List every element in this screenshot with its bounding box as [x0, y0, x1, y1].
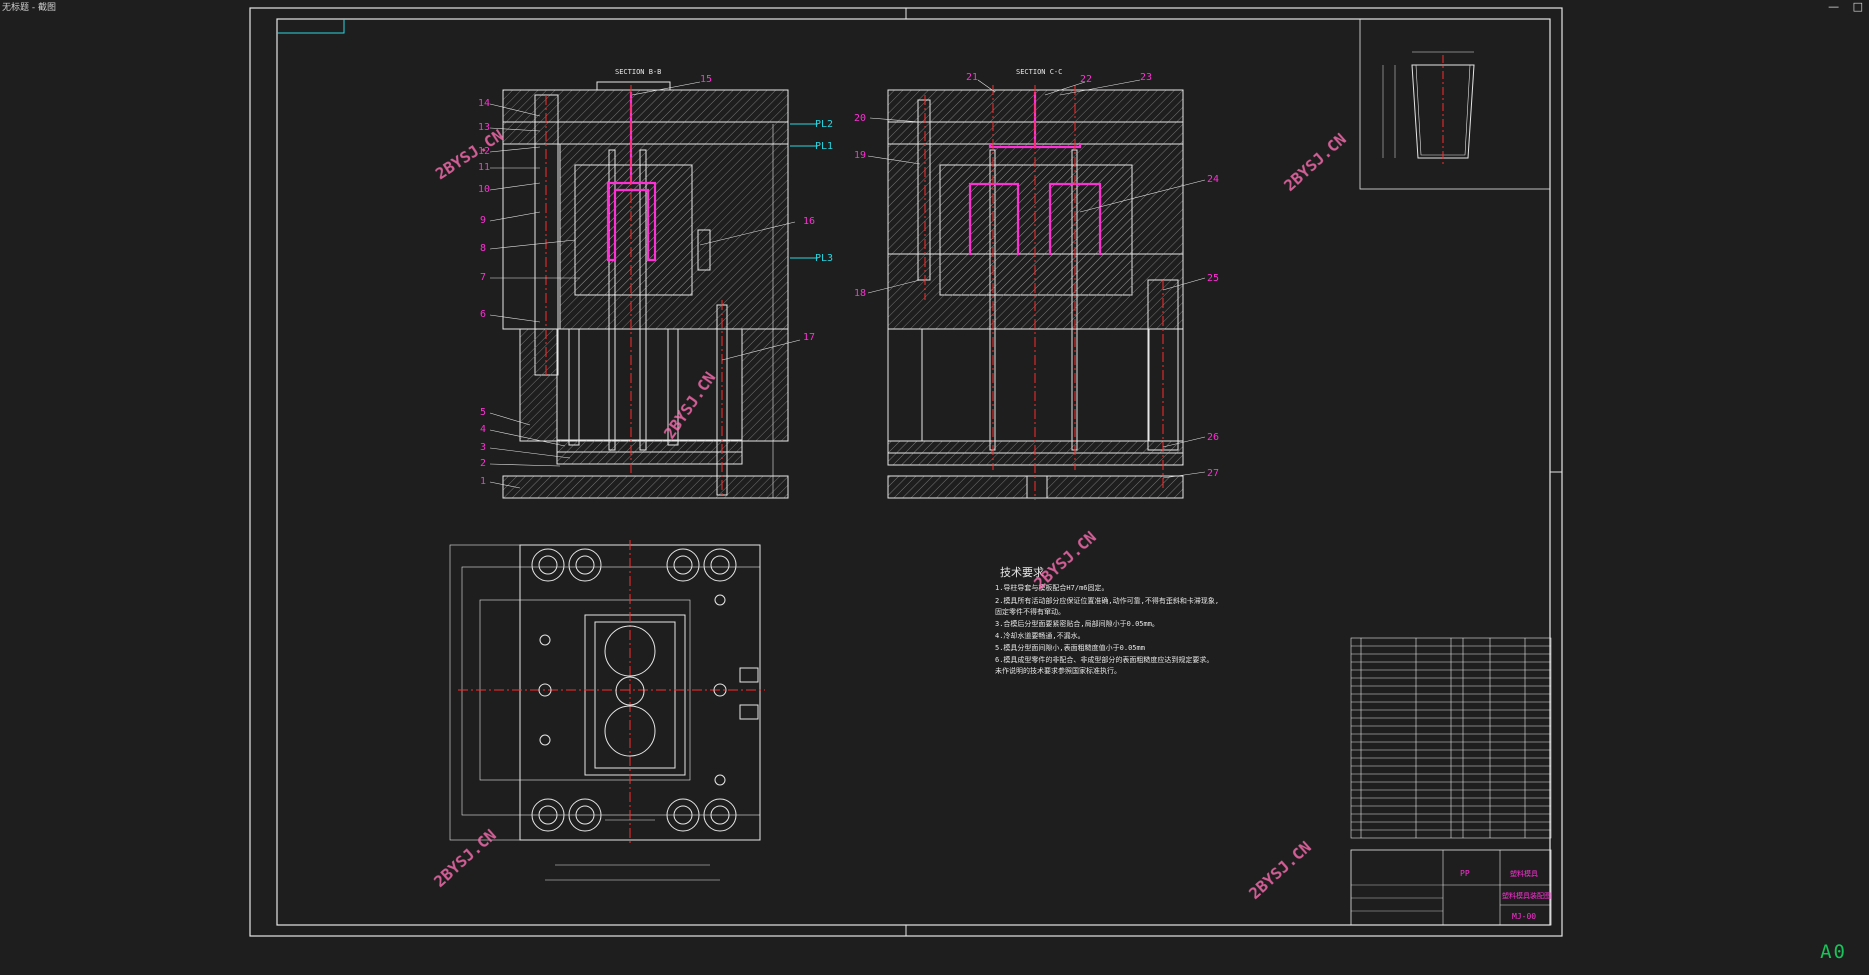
title-drawing-no: MJ-00: [1512, 912, 1536, 921]
minimize-button[interactable]: —: [1828, 0, 1840, 13]
product-detail-view: [1359, 18, 1551, 190]
callout-10: 10: [478, 184, 490, 195]
callout-6: 6: [480, 309, 486, 320]
callout-21: 21: [966, 72, 978, 83]
callout-25: 25: [1207, 273, 1219, 284]
parting-line-pl3: PL3: [815, 253, 833, 264]
watermark-1: 2BYSJ.CN: [432, 125, 507, 183]
callout-14: 14: [478, 98, 490, 109]
callouts-left: 14 13 12 11 10 9 8 7 6 5 4 3 2 1 15 16 1…: [478, 74, 815, 489]
tech-req-item-5: 4.冷却水道要畅通,不漏水。: [995, 631, 1085, 640]
technical-requirements: 技术要求 1.导柱导套与模板配合H7/m6固定。 2.模具所有活动部分应保证位置…: [995, 566, 1219, 675]
callout-24: 24: [1207, 174, 1219, 185]
revision-tab: [277, 19, 345, 34]
watermark-6: 2BYSJ.CN: [1245, 837, 1315, 903]
tech-req-item-3: 固定零件不得有窜动。: [995, 607, 1065, 616]
callout-19: 19: [854, 150, 866, 161]
callout-13: 13: [478, 122, 490, 133]
window-controls: — □: [1818, 0, 1863, 13]
callout-2: 2: [480, 458, 486, 469]
callouts-right: 20 21 22 23 19 24 18 25 26 27: [854, 72, 1219, 479]
callout-22: 22: [1080, 74, 1092, 85]
callout-26: 26: [1207, 432, 1219, 443]
watermark-5: 2BYSJ.CN: [430, 825, 500, 891]
callout-12: 12: [478, 146, 490, 157]
parting-line-pl1: PL1: [815, 141, 833, 152]
title-block: PP 塑料模具 塑料模具装配图 MJ-00: [1350, 849, 1552, 926]
title-material: PP: [1460, 869, 1470, 878]
section-b-b-view: SECTION B-B PL2 PL1 PL3: [502, 68, 833, 499]
callout-1: 1: [480, 476, 486, 487]
callout-11: 11: [478, 162, 490, 173]
tech-req-item-4: 3.合模后分型面要紧密贴合,局部间隙小于0.05mm。: [995, 619, 1159, 628]
callout-5: 5: [480, 407, 486, 418]
section-c-c-label: SECTION C-C: [1016, 68, 1062, 76]
restore-button[interactable]: □: [1852, 0, 1863, 13]
plan-view: [449, 540, 765, 881]
window-title: 无标题 - 截图: [2, 3, 56, 13]
title-name: 塑料模具: [1510, 869, 1538, 878]
watermark-4: 2BYSJ.CN: [1280, 129, 1350, 195]
tech-req-heading: 技术要求: [1000, 566, 1044, 579]
sheet-size-label: A0: [1820, 941, 1847, 963]
callout-17: 17: [803, 332, 815, 343]
callout-3: 3: [480, 442, 486, 453]
callout-8: 8: [480, 243, 486, 254]
title-drawing-title: 塑料模具装配图: [1502, 891, 1551, 900]
tech-req-item-2: 2.模具所有活动部分应保证位置准确,动作可靠,不得有歪斜和卡滞现象,: [995, 596, 1219, 605]
parting-line-pl2: PL2: [815, 119, 833, 130]
callout-18: 18: [854, 288, 866, 299]
callout-20: 20: [854, 113, 866, 124]
parts-list: [1350, 637, 1552, 839]
section-b-b-label: SECTION B-B: [615, 68, 661, 76]
tech-req-item-1: 1.导柱导套与模板配合H7/m6固定。: [995, 583, 1109, 592]
watermark-2: 2BYSJ.CN: [660, 368, 720, 442]
tech-req-item-8: 未作说明的技术要求参照国家标准执行。: [995, 666, 1121, 675]
callout-23: 23: [1140, 72, 1152, 83]
callout-7: 7: [480, 272, 486, 283]
tech-req-item-6: 5.模具分型面间隙小,表面粗糙度值小于0.05mm: [995, 643, 1145, 652]
callout-16: 16: [803, 216, 815, 227]
callout-9: 9: [480, 215, 486, 226]
section-c-c-view: SECTION C-C: [887, 68, 1184, 500]
callout-15: 15: [700, 74, 712, 85]
callout-4: 4: [480, 424, 486, 435]
callout-27: 27: [1207, 468, 1219, 479]
tech-req-item-7: 6.模具成型零件的非配合、非成型部分的表面粗糙度应达到规定要求。: [995, 655, 1213, 664]
